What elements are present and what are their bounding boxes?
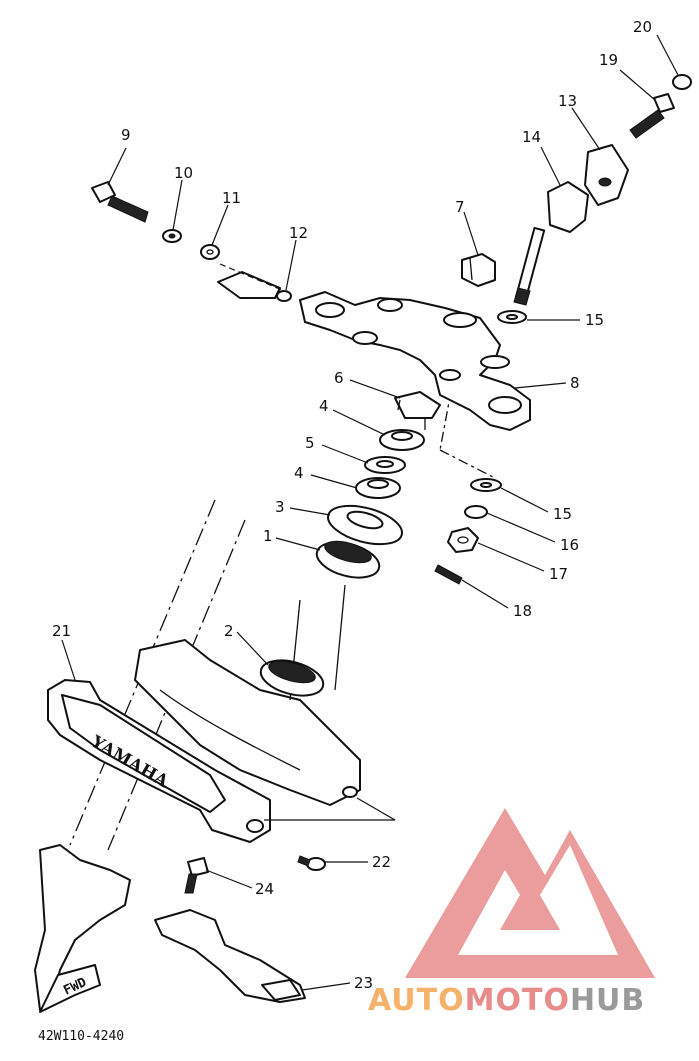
bolt-9 <box>91 181 149 223</box>
callout-24: 24 <box>255 880 274 898</box>
callout-23: 23 <box>354 974 373 992</box>
callout-6: 6 <box>334 369 344 387</box>
upper-bracket-8 <box>299 291 531 431</box>
ring-nut-upper <box>379 429 425 451</box>
screw-22 <box>297 855 326 871</box>
emblem-21: YAMAHA <box>47 679 271 843</box>
callout-1: 1 <box>263 527 273 545</box>
bearing-2 <box>259 659 325 697</box>
callout-9: 9 <box>121 126 131 144</box>
washer-15-lower <box>470 478 502 492</box>
bolt-24 <box>184 857 209 894</box>
bearing-1 <box>315 540 381 579</box>
brand-hub: HUB <box>570 983 645 1018</box>
callout-12: 12 <box>289 224 308 242</box>
callout-19: 19 <box>599 51 618 69</box>
cap-bolt-7 <box>461 253 496 287</box>
automotohub-logo: AUTOMOTOHUB <box>368 808 655 1018</box>
washer-10 <box>162 229 182 243</box>
washer-15-upper <box>497 310 527 324</box>
callout-7: 7 <box>455 198 465 216</box>
washer-5 <box>364 456 406 474</box>
ring-nut-lower <box>355 477 401 499</box>
handlebar-holder-14 <box>513 181 589 306</box>
lock-washer-6 <box>394 391 441 430</box>
callout-11: 11 <box>222 189 241 207</box>
callout-15-upper: 15 <box>585 311 604 329</box>
callout-15-lower: 15 <box>553 505 572 523</box>
callout-20: 20 <box>633 18 652 36</box>
callout-21: 21 <box>52 622 71 640</box>
callout-2: 2 <box>224 622 234 640</box>
callout-13: 13 <box>558 92 577 110</box>
lock-washer-16 <box>464 505 488 519</box>
callout-labels: 9 10 11 12 7 14 13 19 20 15 6 8 4 5 4 3 … <box>52 18 652 992</box>
screw-18 <box>434 564 463 585</box>
callout-3: 3 <box>275 498 285 516</box>
nut-17 <box>447 527 479 553</box>
bolt-19 <box>629 93 675 139</box>
svg-text:AUTOMOTOHUB: AUTOMOTOHUB <box>368 983 645 1018</box>
callout-10: 10 <box>174 164 193 182</box>
callout-8: 8 <box>570 374 580 392</box>
brand-auto: AUTO <box>368 983 465 1018</box>
leader-lines <box>61 34 679 991</box>
callout-5: 5 <box>305 434 315 452</box>
seal-3 <box>327 504 403 546</box>
washer-11 <box>200 244 220 260</box>
wire-holder-12 <box>217 263 292 302</box>
lower-bracket <box>134 584 361 806</box>
cap-20 <box>672 74 692 90</box>
callout-17: 17 <box>549 565 568 583</box>
callout-14: 14 <box>522 128 541 146</box>
upper-holder-13 <box>584 144 629 206</box>
callout-22: 22 <box>372 853 391 871</box>
callout-4-lower: 4 <box>294 464 304 482</box>
callout-18: 18 <box>513 602 532 620</box>
diagram-code: 42W110-4240 <box>38 1029 124 1044</box>
fwd-arrow: FWD <box>39 964 101 1013</box>
callout-4-upper: 4 <box>319 397 329 415</box>
brand-moto: MOTO <box>465 983 570 1018</box>
brake-hose-guide-23 <box>34 844 306 1011</box>
callout-16: 16 <box>560 536 579 554</box>
